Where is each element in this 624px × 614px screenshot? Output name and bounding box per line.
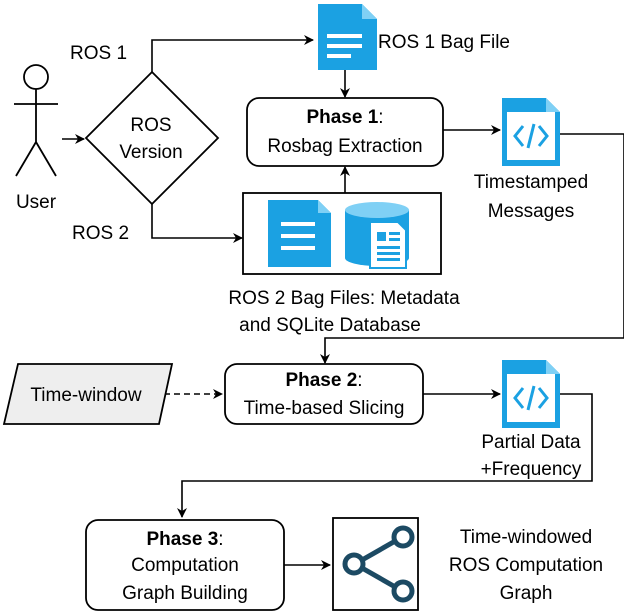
- phase2-title: Phase 2: [285, 370, 357, 391]
- share-graph-icon: [342, 525, 415, 603]
- timestamped-line2: Messages: [488, 201, 575, 222]
- ros2-bag-line2: and SQLite Database: [239, 315, 421, 336]
- phase1-subtitle: Rosbag Extraction: [267, 136, 422, 157]
- partial-line2: +Frequency: [481, 459, 582, 480]
- ros2-metadata-document-icon: [268, 200, 331, 267]
- output-line2: ROS Computation: [449, 555, 603, 576]
- time-window-label: Time-window: [30, 385, 141, 406]
- arrow-timestamped-to-phase2: [320, 133, 624, 364]
- ros2-sqlite-database-icon: [345, 202, 409, 269]
- phase3-title: Phase 3: [146, 529, 218, 550]
- output-line1: Time-windowed: [460, 527, 592, 548]
- phase2-suffix: :: [357, 370, 362, 391]
- branch-ros2-label: ROS 2: [72, 223, 129, 244]
- partial-data-code-icon: [502, 360, 560, 428]
- user-actor: [14, 64, 58, 177]
- arrow-partial-to-phase3: [177, 393, 593, 518]
- output-line3: Graph: [500, 583, 553, 604]
- phase1-title: Phase 1: [306, 107, 378, 128]
- phase1-title-line: Phase 1:: [306, 107, 383, 128]
- connectors: [62, 35, 624, 570]
- phase3-title-line: Phase 3:: [146, 529, 223, 550]
- user-icon: [23, 64, 49, 90]
- phase1-box: [246, 97, 444, 167]
- ros1-bag-label: ROS 1 Bag File: [378, 32, 510, 53]
- branch-ros1-label: ROS 1: [70, 43, 127, 64]
- decision-line1: ROS: [130, 115, 171, 136]
- user-label: User: [16, 192, 57, 213]
- timestamped-code-icon: [502, 98, 560, 166]
- phase2-title-line: Phase 2:: [285, 370, 362, 391]
- phase2-box: [224, 363, 424, 425]
- phase1-suffix: :: [378, 107, 383, 128]
- phase3-line3: Graph Building: [122, 583, 248, 604]
- partial-line1: Partial Data: [481, 432, 581, 453]
- arrow-ros2-to-bagfiles: [151, 204, 243, 243]
- ros2-bag-line1: ROS 2 Bag Files: Metadata: [228, 288, 460, 309]
- phase3-box: [85, 519, 285, 611]
- decision-line2: Version: [119, 142, 182, 163]
- timestamped-line1: Timestamped: [474, 172, 588, 193]
- phase2-subtitle: Time-based Slicing: [244, 398, 405, 419]
- decision-diamond: [84, 70, 220, 206]
- ros1-bag-document-icon: [318, 4, 377, 70]
- time-window-input: [2, 363, 174, 425]
- phase3-line2: Computation: [131, 555, 239, 576]
- arrow-ros1-to-bag: [151, 35, 314, 72]
- phase3-suffix: :: [218, 529, 223, 550]
